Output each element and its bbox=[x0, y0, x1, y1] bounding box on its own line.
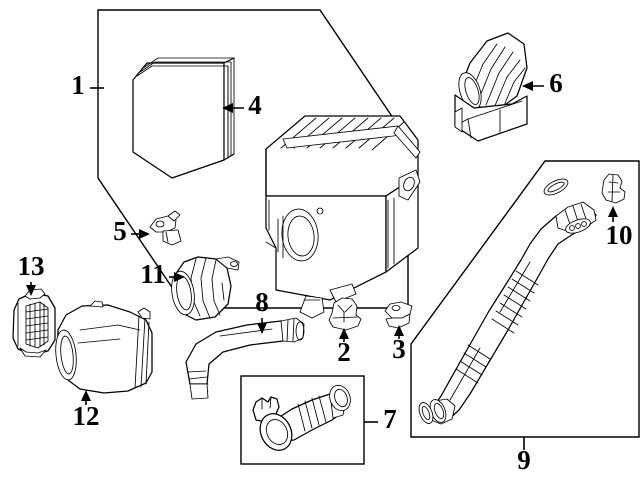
arrowhead-11 bbox=[174, 272, 185, 282]
callout-11[interactable]: 11 bbox=[140, 259, 185, 289]
callout-1-label: 1 bbox=[71, 70, 85, 100]
arrowhead-12 bbox=[81, 390, 91, 401]
callout-13[interactable]: 13 bbox=[18, 251, 45, 296]
arrowhead-3 bbox=[394, 325, 404, 336]
callout-2[interactable]: 2 bbox=[337, 328, 351, 367]
arrowhead-6 bbox=[522, 81, 533, 91]
part-air-cleaner-housing bbox=[265, 115, 421, 319]
callout-4-label: 4 bbox=[248, 90, 262, 120]
callout-2-label: 2 bbox=[337, 337, 351, 367]
part-air-filter-element bbox=[132, 57, 235, 179]
callout-6[interactable]: 6 bbox=[522, 68, 563, 98]
part-air-intake-duct bbox=[55, 300, 153, 394]
part-intake-grille-screen bbox=[12, 288, 56, 358]
callout-13-label: 13 bbox=[18, 251, 45, 281]
group-box-7 bbox=[240, 375, 365, 465]
part-clamp-retainer bbox=[601, 173, 626, 204]
callout-3-label: 3 bbox=[392, 334, 406, 364]
arrowhead-4 bbox=[222, 103, 233, 113]
part-air-duct-assembly bbox=[418, 178, 597, 425]
callout-3[interactable]: 3 bbox=[392, 325, 406, 364]
part-resonator-elbow bbox=[171, 256, 240, 321]
callout-4[interactable]: 4 bbox=[222, 90, 262, 120]
group-box-9 bbox=[410, 160, 640, 438]
callout-12[interactable]: 12 bbox=[73, 390, 100, 431]
arrowhead-13 bbox=[26, 285, 36, 296]
part-retainer-clip bbox=[149, 210, 182, 246]
callout-7[interactable]: 7 bbox=[364, 404, 397, 434]
part-air-inlet-elbow bbox=[454, 32, 528, 142]
callout-8[interactable]: 8 bbox=[255, 287, 269, 334]
callout-12-label: 12 bbox=[73, 401, 100, 431]
callout-11-label: 11 bbox=[140, 259, 166, 289]
part-mounting-grommet bbox=[328, 297, 362, 331]
arrowhead-2 bbox=[339, 328, 349, 339]
callout-10[interactable]: 10 bbox=[606, 206, 633, 250]
callout-8-label: 8 bbox=[255, 287, 269, 317]
callout-1[interactable]: 1 bbox=[71, 70, 104, 100]
part-air-intake-hose-assembly bbox=[252, 384, 351, 451]
callout-10-label: 10 bbox=[606, 220, 633, 250]
callout-6-label: 6 bbox=[549, 68, 563, 98]
callout-9[interactable]: 9 bbox=[517, 437, 531, 475]
callout-5-label: 5 bbox=[113, 216, 127, 246]
part-bracket-clip bbox=[384, 301, 413, 329]
callout-9-label: 9 bbox=[517, 445, 531, 475]
arrowhead-8 bbox=[257, 323, 267, 334]
callout-5[interactable]: 5 bbox=[113, 216, 150, 246]
part-intake-hose bbox=[185, 317, 305, 400]
arrowhead-5 bbox=[139, 229, 150, 239]
arrowhead-10 bbox=[608, 206, 618, 217]
callout-7-label: 7 bbox=[383, 404, 397, 434]
